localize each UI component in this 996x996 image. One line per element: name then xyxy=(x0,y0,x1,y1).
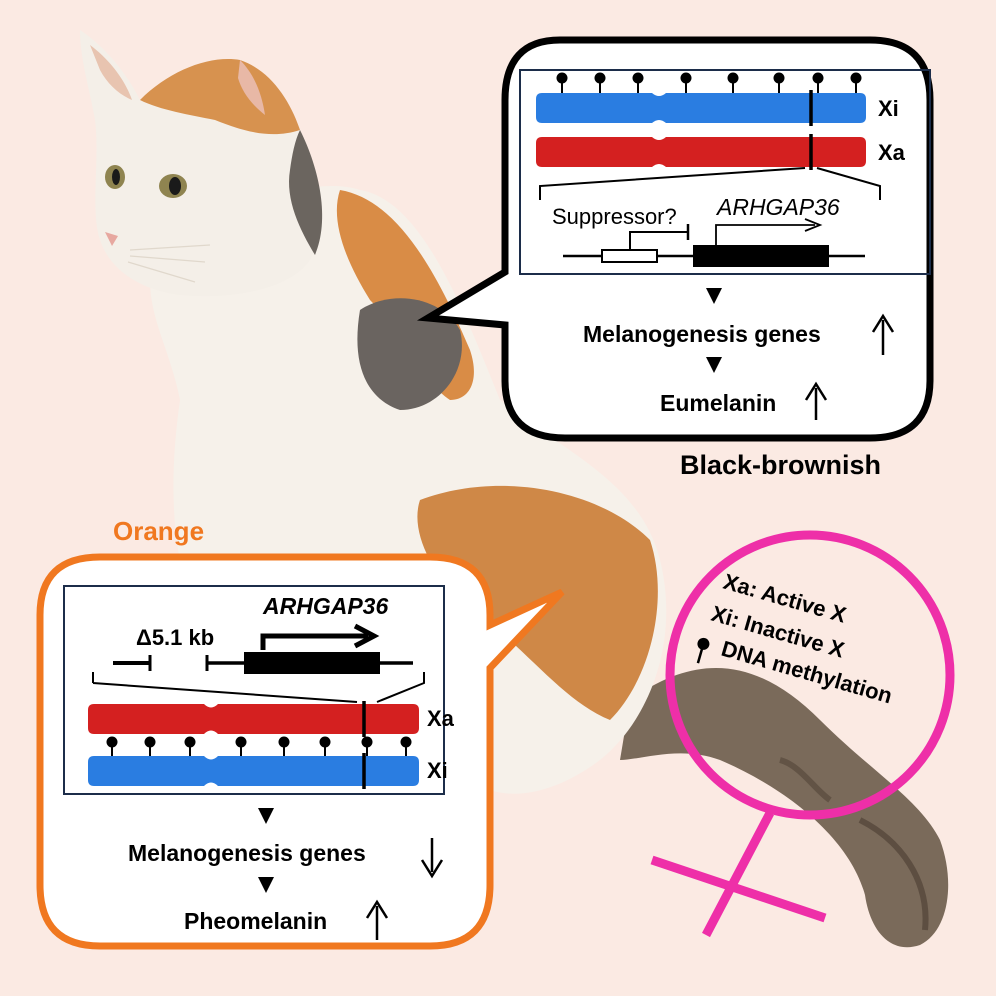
methylation-pin-icon xyxy=(727,72,739,93)
pheomelanin-label: Pheomelanin xyxy=(184,908,327,934)
orange-gene-label: ARHGAP36 xyxy=(262,593,388,619)
orange-panel: Orange ARHGAP36 Δ5.1 kb Xa Xi Melanogene… xyxy=(36,516,565,950)
legend-methylation-pin-icon xyxy=(696,637,710,664)
down-triangle-icon xyxy=(258,808,274,824)
methylation-pin-icon xyxy=(400,736,412,756)
methylation-pin-icon xyxy=(773,72,785,93)
xi-chromosome xyxy=(536,93,866,123)
cat-gray-patch xyxy=(357,298,462,410)
methylation-pin-icon xyxy=(106,736,118,756)
methylation-pin-icon xyxy=(594,72,606,93)
orange-inner-frame xyxy=(63,585,445,795)
orange-xi-label: Xi xyxy=(427,758,448,783)
up-arrow-icon xyxy=(804,381,828,420)
venus-female-icon xyxy=(650,530,955,938)
cat-tail xyxy=(620,667,949,948)
methylation-pin-icon xyxy=(680,72,692,93)
deletion-label: Δ5.1 kb xyxy=(136,625,214,650)
black-brownish-label: Black-brownish xyxy=(680,450,881,480)
up-arrow-icon xyxy=(871,313,895,355)
suppressor-element xyxy=(601,249,658,263)
methylation-pin-icon xyxy=(319,736,331,756)
arhgap36-gene-body xyxy=(693,245,829,267)
black-melanogenesis-label: Melanogenesis genes xyxy=(583,321,821,347)
methylation-pin-icon xyxy=(361,736,373,756)
orange-xa-label: Xa xyxy=(427,706,455,731)
down-triangle-icon xyxy=(258,877,274,893)
orange-xi-chromosome xyxy=(88,756,419,786)
black-xa-label: Xa xyxy=(878,140,906,165)
down-triangle-icon xyxy=(706,357,722,373)
methylation-pin-icon xyxy=(812,72,824,93)
methylation-pin-icon xyxy=(556,72,568,93)
cat-nose xyxy=(105,232,118,246)
orange-arhgap36-gene-body xyxy=(244,652,380,674)
methylation-pin-icon xyxy=(235,736,247,756)
black-xi-label: Xi xyxy=(878,96,899,121)
black-brownish-panel: Xi Xa Suppressor? ARHGAP36 Melanogenesis… xyxy=(416,36,934,480)
black-inner-frame xyxy=(519,69,931,275)
orange-label: Orange xyxy=(113,516,204,546)
methylation-pin-icon xyxy=(278,736,290,756)
methylation-pin-icon xyxy=(850,72,862,93)
eumelanin-label: Eumelanin xyxy=(660,390,776,416)
methylation-pin-icon xyxy=(632,72,644,93)
orange-melanogenesis-label: Melanogenesis genes xyxy=(128,840,366,866)
down-arrow-icon xyxy=(420,838,444,879)
methylation-pin-icon xyxy=(144,736,156,756)
down-triangle-icon xyxy=(706,288,722,304)
suppressor-label: Suppressor? xyxy=(552,204,677,229)
black-gene-label: ARHGAP36 xyxy=(715,194,840,220)
orange-xa-chromosome xyxy=(88,704,419,734)
orange-xi-methylation-pins xyxy=(106,736,412,756)
up-arrow-icon xyxy=(365,899,389,940)
xi-methylation-pins xyxy=(556,72,862,93)
methylation-pin-icon xyxy=(184,736,196,756)
xa-chromosome xyxy=(536,137,866,167)
